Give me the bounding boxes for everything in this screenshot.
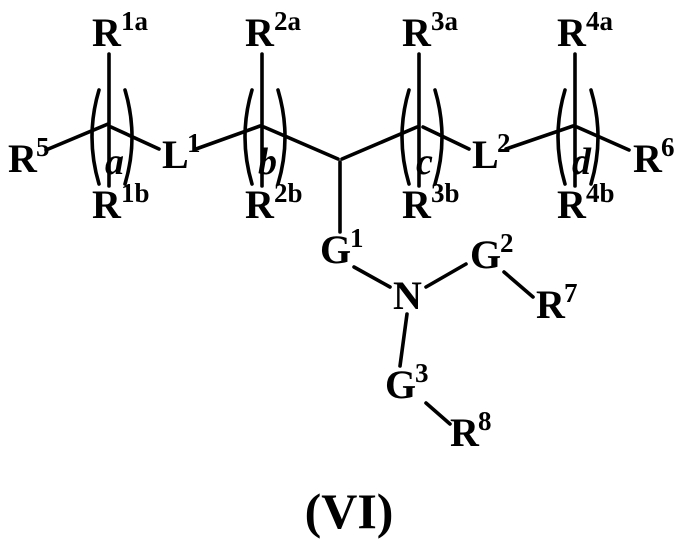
parenthesis-left-b	[243, 88, 254, 186]
bond-l2-cd	[504, 124, 575, 151]
bond-ch-cc	[340, 125, 419, 161]
bond-cd-r6	[575, 125, 631, 152]
formula-number: (VI)	[305, 483, 394, 539]
repeat-subscript-d: d	[572, 141, 592, 183]
label-g1: G	[320, 227, 351, 272]
parenthesis-right-a	[123, 88, 134, 186]
label-r7: R	[536, 282, 566, 327]
parenthesis-right-c	[433, 88, 444, 186]
labels: R 1a R 2a R 3a R 4a R 1b R 2b R 3b R 4b …	[8, 6, 675, 455]
label-r2a-superscript: 2a	[274, 6, 302, 36]
label-g3-superscript: 3	[415, 358, 429, 388]
label-r4a: R	[557, 10, 587, 55]
label-l2: L	[472, 132, 499, 177]
label-r5: R	[8, 136, 38, 181]
label-r8-superscript: 8	[478, 406, 492, 436]
parenthesis-left-a	[90, 88, 101, 186]
label-r5-superscript: 5	[36, 132, 50, 162]
repeat-subscript-b: b	[258, 141, 277, 183]
bond-n-g2	[424, 262, 468, 289]
label-r1a-superscript: 1a	[121, 6, 149, 36]
label-g2-superscript: 2	[500, 228, 514, 258]
label-g3: G	[385, 362, 416, 407]
parenthesis-left-c	[400, 88, 411, 186]
bond-r5-ca	[44, 122, 110, 152]
repeat-unit-parentheses	[90, 88, 600, 186]
label-l1-superscript: 1	[187, 128, 201, 158]
parenthesis-right-b	[276, 88, 287, 186]
label-n: N	[393, 273, 422, 318]
bond-l1-cb	[194, 124, 262, 151]
bond-n-g3	[398, 312, 409, 368]
label-l2-superscript: 2	[497, 128, 511, 158]
repeat-subscript-c: c	[416, 141, 433, 183]
label-r6: R	[633, 136, 663, 181]
bond-ca-l1	[109, 125, 161, 151]
bond-g3-r8	[424, 401, 452, 426]
label-g2: G	[470, 232, 501, 277]
label-r3a-superscript: 3a	[431, 6, 459, 36]
label-r2a: R	[245, 10, 275, 55]
label-r1a: R	[92, 10, 122, 55]
label-g1-superscript: 1	[350, 223, 364, 253]
label-r3b-superscript: 3b	[431, 178, 460, 208]
label-r1b-superscript: 1b	[121, 178, 150, 208]
label-r1b: R	[92, 182, 122, 227]
repeat-subscript-a: a	[105, 141, 124, 183]
label-r4b-superscript: 4b	[586, 178, 615, 208]
parenthesis-left-d	[556, 88, 567, 186]
bond-cc-l2	[421, 125, 471, 151]
label-r2b-superscript: 2b	[274, 178, 303, 208]
label-r2b: R	[245, 182, 275, 227]
bond-g1-n	[352, 265, 392, 289]
label-r7-superscript: 7	[564, 278, 578, 308]
label-l1: L	[162, 132, 189, 177]
bonds	[44, 52, 631, 426]
bond-g2-r7	[502, 270, 535, 299]
label-r3b: R	[402, 182, 432, 227]
label-r3a: R	[402, 10, 432, 55]
label-r4a-superscript: 4a	[586, 6, 614, 36]
parenthesis-right-d	[589, 88, 600, 186]
bond-cb-ch	[262, 125, 340, 161]
label-r8: R	[450, 410, 480, 455]
label-r4b: R	[557, 182, 587, 227]
label-r6-superscript: 6	[661, 132, 675, 162]
